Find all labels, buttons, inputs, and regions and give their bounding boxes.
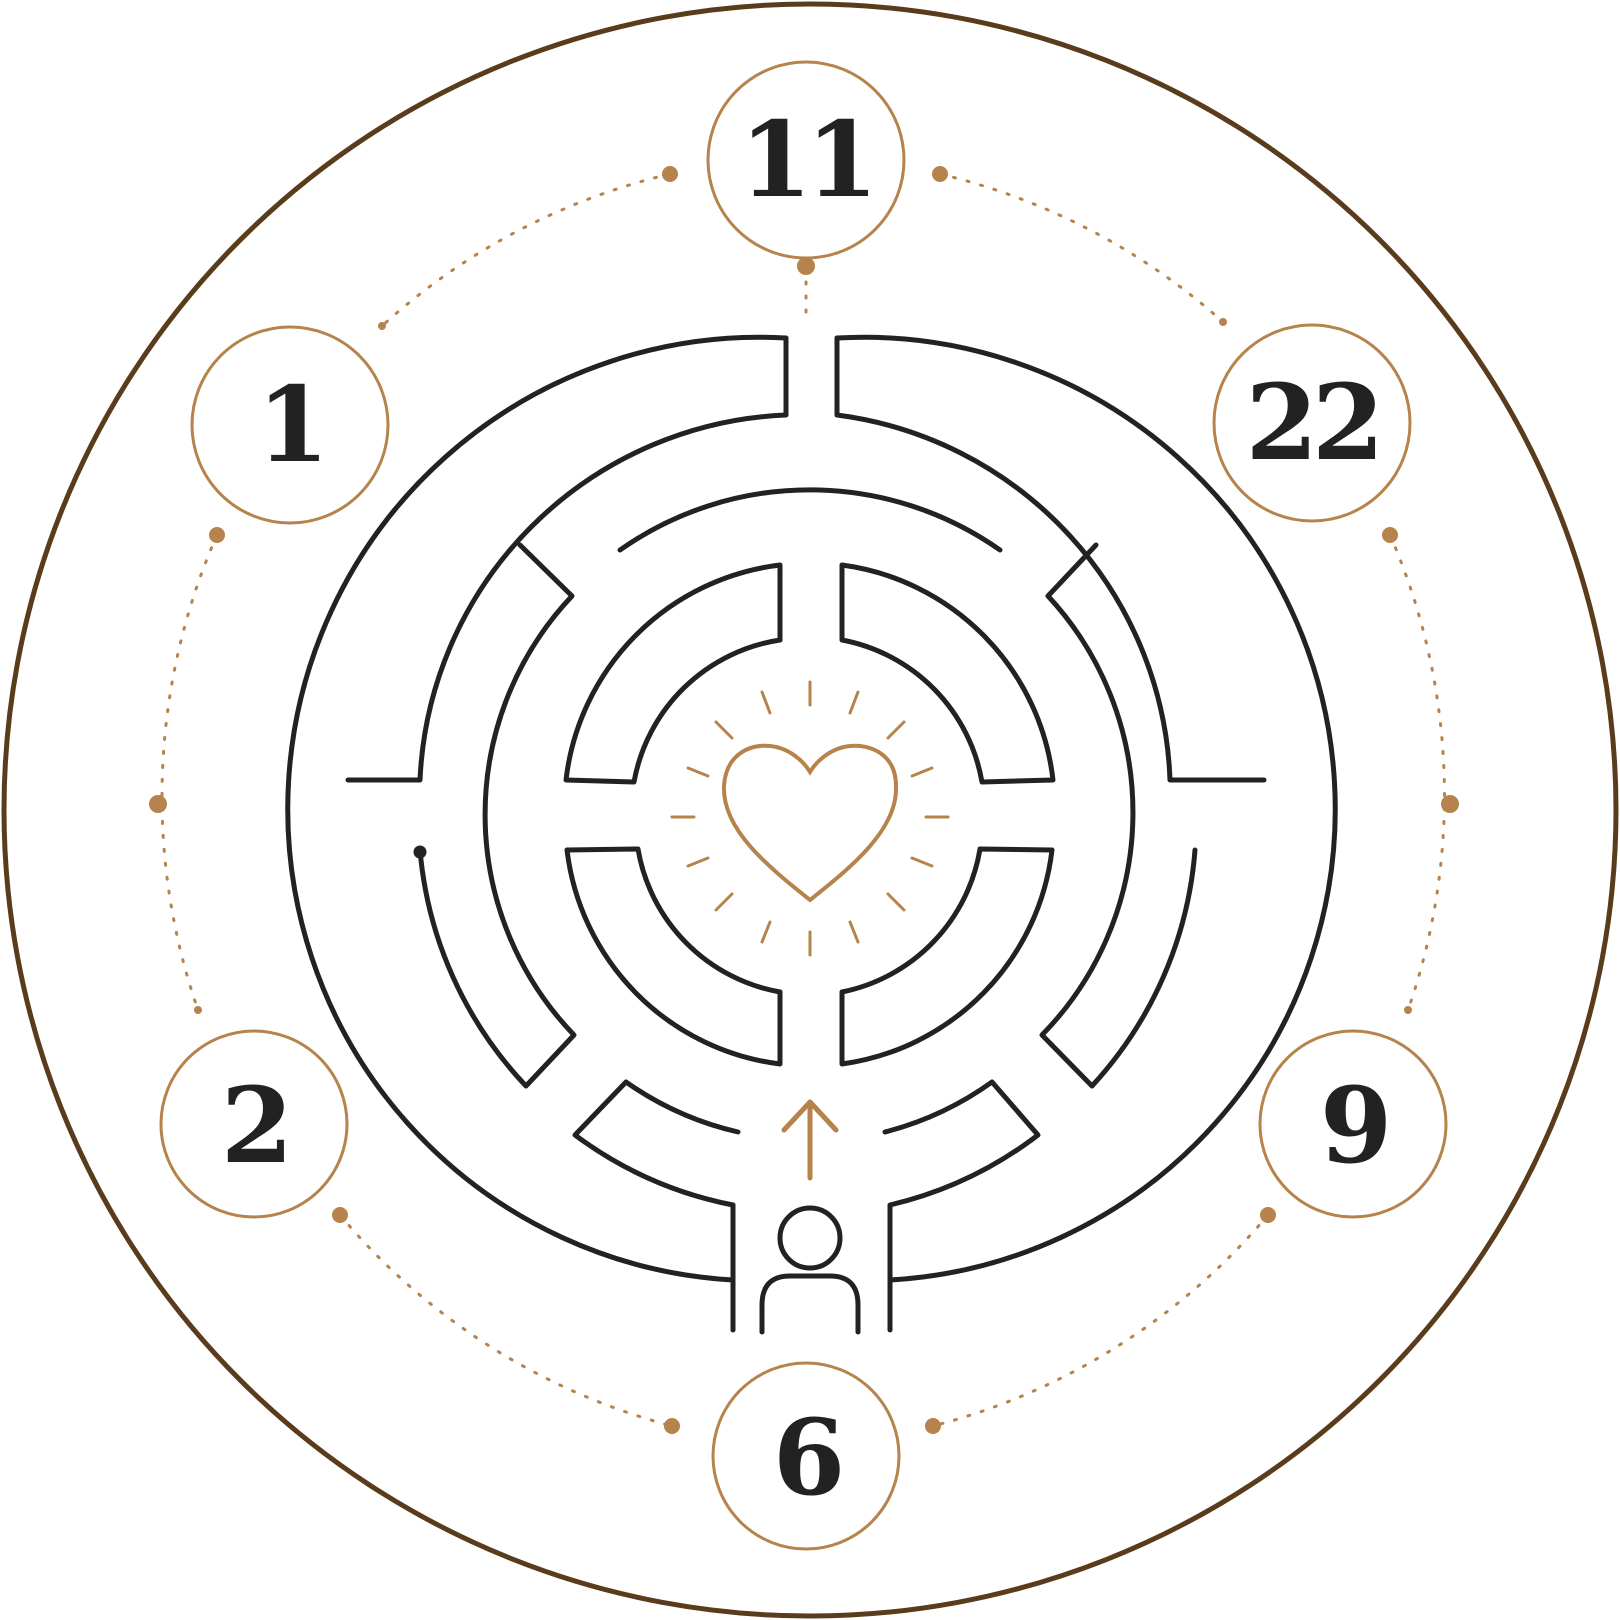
dotted-orbit: [160, 172, 1446, 1428]
medallion-top: 11: [706, 60, 906, 260]
medallion-bottom: 6: [711, 1361, 901, 1551]
labyrinth-maze: [285, 334, 1338, 1333]
number-bottom: 6: [773, 1396, 840, 1519]
medallion-lower-right: 9: [1258, 1029, 1448, 1219]
heart-icon: [670, 680, 950, 957]
orbit-dots: [149, 166, 1459, 1434]
number-top: 11: [740, 98, 873, 221]
person-icon: [759, 1205, 861, 1335]
medallion-upper-right: 22: [1212, 323, 1412, 523]
arrow-up-icon: [781, 1099, 839, 1181]
number-upper-left: 1: [257, 363, 323, 486]
medallion-lower-left: 2: [159, 1029, 349, 1219]
number-lower-left: 2: [221, 1064, 287, 1187]
medallion-upper-left: 1: [190, 325, 390, 525]
number-lower-right: 9: [1320, 1064, 1386, 1187]
number-upper-right: 22: [1246, 361, 1379, 484]
